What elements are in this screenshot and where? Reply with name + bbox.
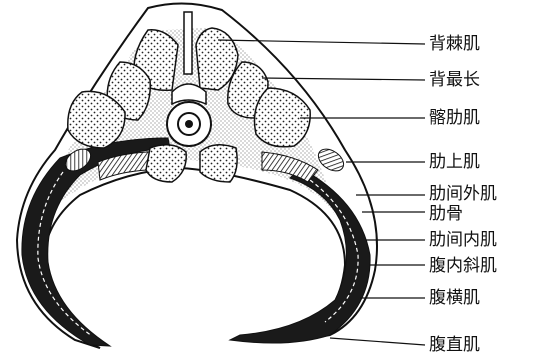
label-rib: 肋骨 [429,206,463,223]
label-longissimus: 背最长 [429,72,480,89]
label-internal-intercostal: 肋间内肌 [429,232,497,249]
label-rectus-abdominis: 腹直肌 [429,337,480,354]
central-canal [185,120,193,128]
label-iliocostalis: 髂肋肌 [429,110,480,127]
label-transversus-abdominis: 腹横肌 [429,290,480,307]
label-external-intercostal: 肋间外肌 [429,186,497,203]
label-dorsal-spinal-muscle: 背棘肌 [429,36,480,53]
label-supracostal: 肋上肌 [429,154,480,171]
neural-spine [184,12,192,74]
left-ventral-block [146,145,186,182]
right-ventral-block [200,145,237,182]
label-internal-oblique: 腹内斜肌 [429,258,497,275]
